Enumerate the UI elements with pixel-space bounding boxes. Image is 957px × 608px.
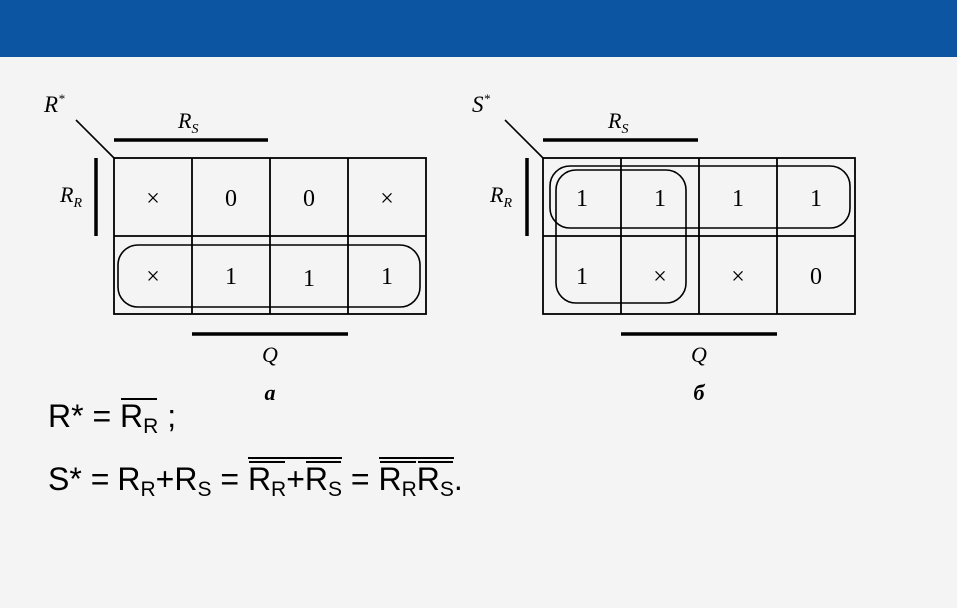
cell-b-r0-c1: 1	[654, 186, 666, 212]
inverted-product: RRRS	[378, 457, 455, 500]
var-r: R	[117, 461, 141, 497]
var-r: R	[304, 461, 329, 497]
var-r: R	[247, 461, 272, 497]
period: .	[453, 461, 463, 497]
top-var-label-b: RS	[607, 108, 628, 137]
plus-sign: +	[286, 461, 305, 497]
cell-b-r1-c1: ×	[653, 264, 667, 290]
var-r: R	[120, 398, 144, 434]
subscript: S	[439, 478, 454, 501]
cell-a-r1-c0: ×	[146, 264, 160, 290]
equals-sign: =	[92, 398, 112, 434]
semicolon: ;	[167, 398, 177, 434]
cell-a-r1-c2: 1	[303, 266, 315, 292]
formula-lhs: S*	[48, 461, 82, 497]
subscript: R	[140, 478, 156, 501]
subscript: R	[271, 478, 287, 501]
var-r: R	[174, 461, 198, 497]
subscript: R	[401, 478, 417, 501]
top-var-label-a: RS	[177, 108, 198, 137]
caption-a: а	[265, 380, 276, 405]
inverted-rr: RR	[247, 461, 286, 500]
cell-a-r0-c2: 0	[303, 186, 315, 212]
subscript: R	[143, 415, 159, 438]
header-bar	[0, 0, 957, 57]
cell-b-r0-c3: 1	[810, 186, 822, 212]
inverted-rr: RR	[378, 461, 417, 500]
bottom-var-label-b: Q	[691, 342, 707, 367]
group-contour-a	[117, 244, 421, 308]
bottom-var-label-a: Q	[262, 342, 278, 367]
cell-b-r0-c0: 1	[576, 186, 588, 212]
formula-lhs: R*	[48, 398, 84, 434]
output-label-a: R*	[43, 91, 65, 117]
cell-a-r0-c1: 0	[225, 186, 237, 212]
var-r: R	[416, 461, 440, 497]
corner-diagonal-a	[75, 119, 115, 159]
inverted-rs: RS	[416, 461, 454, 500]
cell-a-r0-c0: ×	[146, 186, 160, 212]
output-label-b: S*	[472, 91, 491, 117]
caption-b: б	[694, 380, 706, 405]
equals-sign: =	[220, 461, 240, 497]
left-var-label-b: RR	[489, 182, 512, 211]
double-inverted-sum: RR+RS	[247, 457, 343, 500]
group-contour-b-square	[555, 169, 687, 304]
equals-sign: =	[350, 461, 370, 497]
var-r: R	[378, 461, 402, 497]
inverted-rs: RS	[304, 461, 342, 500]
cell-b-r1-c0: 1	[576, 264, 588, 290]
plus-sign: +	[155, 461, 175, 497]
formula-r-star: R* = RR ;	[48, 398, 177, 437]
subscript: S	[197, 478, 212, 501]
corner-diagonal-b	[504, 119, 544, 159]
cell-a-r1-c3: 1	[381, 264, 393, 290]
cell-b-r1-c3: 0	[810, 264, 822, 290]
inverted-rr: RR	[120, 398, 158, 437]
equals-sign: =	[90, 461, 110, 497]
cell-a-r1-c1: 1	[225, 264, 237, 290]
cell-b-r1-c2: ×	[731, 264, 745, 290]
group-contour-b-row	[549, 165, 851, 229]
left-var-label-a: RR	[59, 182, 82, 211]
formula-s-star: S* =RR+RS = RR+RS = RRRS.	[48, 457, 463, 500]
cell-a-r0-c3: ×	[380, 186, 394, 212]
cell-b-r0-c2: 1	[732, 186, 744, 212]
subscript: S	[328, 478, 343, 501]
